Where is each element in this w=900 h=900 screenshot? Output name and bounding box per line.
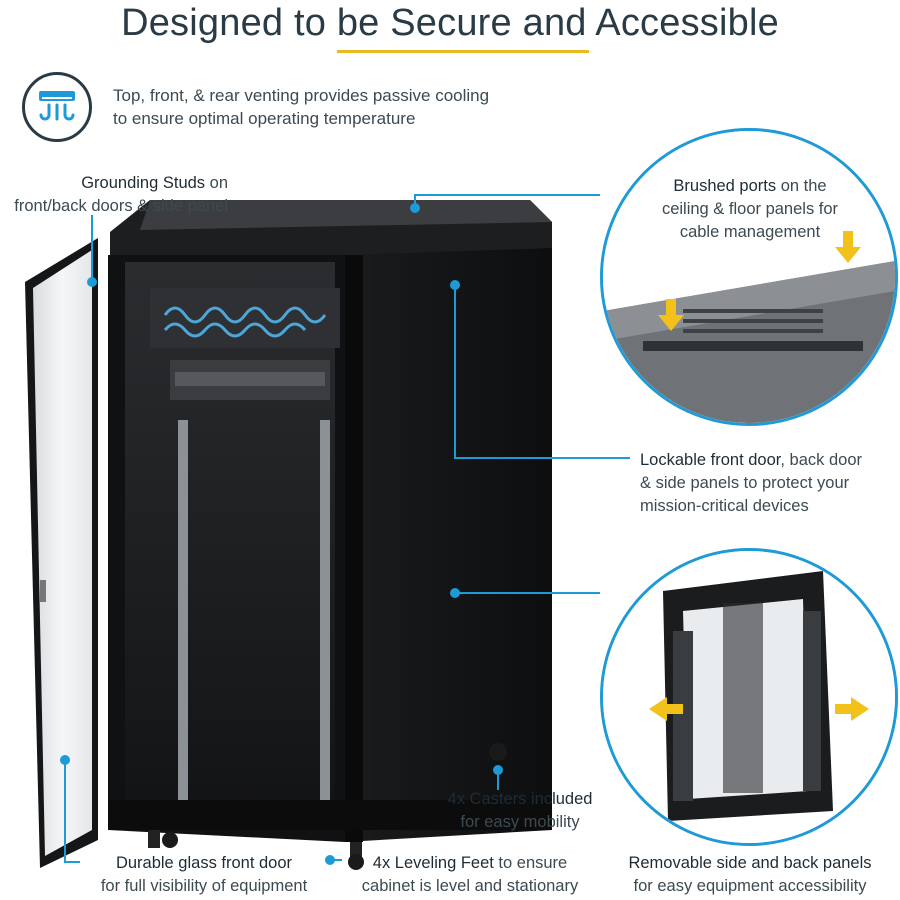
brushed-ports-image [603,131,895,423]
removable-panels-callout: Removable side and back panels for easy … [628,854,872,895]
grounding-studs-callout: Grounding Studs on front/back doors & si… [14,174,228,215]
brushed-ports-callout: Brushed ports on the ceiling & floor pan… [661,177,839,241]
arrow-down-icon [835,231,861,263]
casters-callout: 4x Casters included for easy mobility [447,790,593,831]
arrow-right-icon [835,697,869,721]
leveling-feet-callout: 4x Leveling Feet to ensure cabinet is le… [361,854,579,895]
brushed-ports-detail [600,128,898,426]
open-frame-rack-image [603,551,895,843]
air-vent-icon [39,91,75,121]
page-title: Designed to be Secure and Accessible [121,2,779,44]
arrow-down-icon [658,299,684,331]
venting-description: Top, front, & rear venting provides pass… [113,86,490,128]
arrow-left-icon [649,697,683,721]
title-underline [337,50,589,53]
glass-door-callout: Durable glass front door for full visibi… [100,854,308,895]
removable-panels-detail [600,548,898,846]
lockable-door-callout: Lockable front door, back door & side pa… [640,451,862,515]
vent-badge [22,72,92,142]
